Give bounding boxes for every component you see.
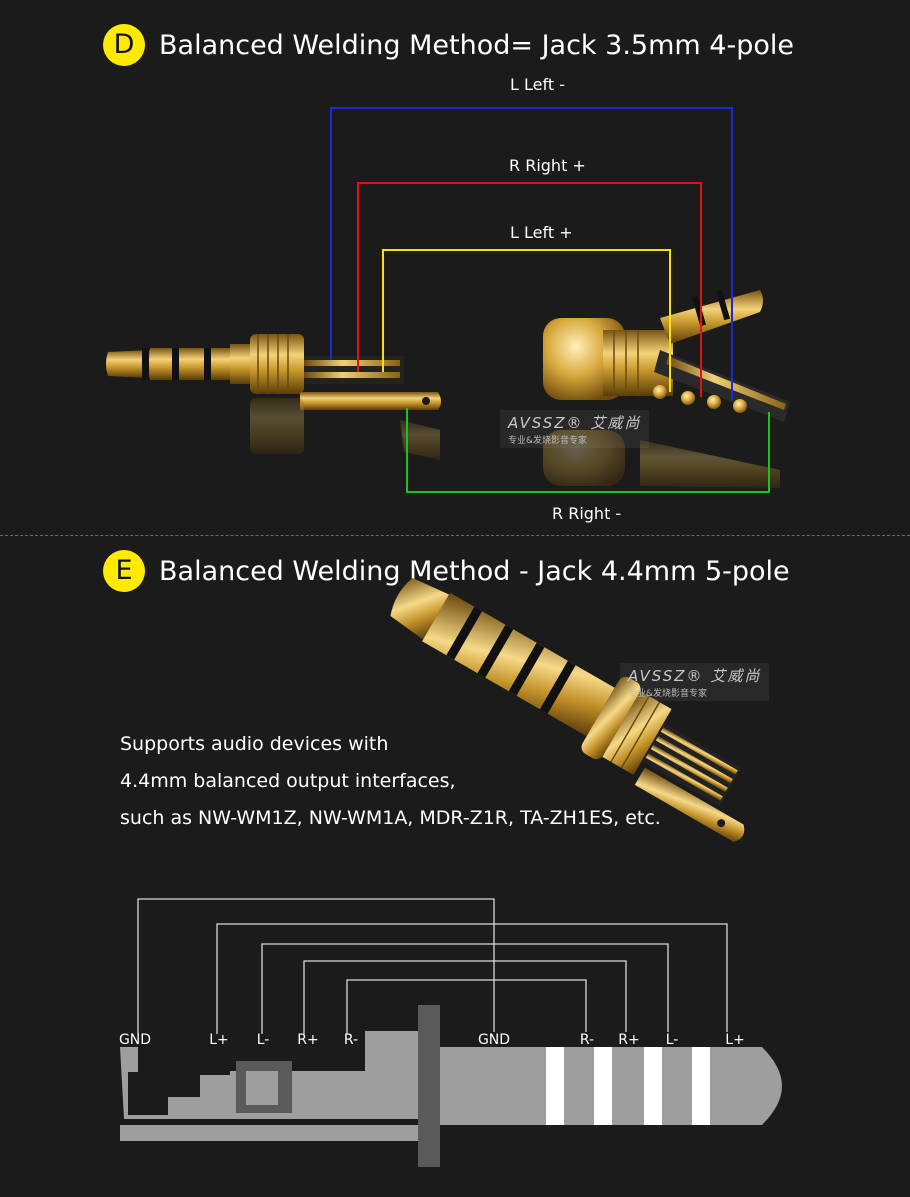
jack-3-5mm-wiring-illustration	[106, 107, 790, 493]
watermark-tagline: 专业&发烧影音专家	[628, 689, 708, 699]
wire-l-plus	[382, 249, 671, 392]
section-d-heading: D Balanced Welding Method= Jack 3.5mm 4-…	[103, 24, 794, 66]
wire-label-r-plus: R Right +	[509, 156, 586, 175]
wire-r-plus	[357, 182, 702, 397]
pin-label-left-l-minus: L-	[256, 1032, 270, 1048]
description-line: such as NW-WM1Z, NW-WM1A, MDR-Z1R, TA-ZH…	[120, 807, 661, 829]
watermark-brand: AVSSZ® 艾威尚	[628, 667, 762, 685]
pin-label-left-r-minus: R-	[343, 1032, 359, 1048]
description-line: 4.4mm balanced output interfaces,	[120, 770, 456, 792]
section-e-title: Balanced Welding Method - Jack 4.4mm 5-p…	[159, 555, 790, 587]
watermark-e: AVSSZ® 艾威尚 专业&发烧影音专家	[620, 663, 770, 701]
description-line: Supports audio devices with	[120, 733, 389, 755]
pin-label-right-l-plus: L+	[725, 1032, 745, 1048]
section-e-badge: E	[103, 550, 145, 592]
wire-label-r-minus: R Right -	[552, 504, 622, 523]
jack-4-4mm-photo	[390, 577, 745, 842]
pin-label-left-r-plus: R+	[297, 1032, 319, 1048]
pin-label-right-l-minus: L-	[665, 1032, 679, 1048]
watermark-tagline: 专业&发烧影音专家	[508, 436, 588, 446]
wire-l-minus	[330, 107, 733, 400]
pin-label-right-r-minus: R-	[579, 1032, 595, 1048]
section-4-4mm-5-pole: E Balanced Welding Method - Jack 4.4mm 5…	[0, 537, 910, 1197]
section-d-title: Balanced Welding Method= Jack 3.5mm 4-po…	[159, 29, 794, 61]
watermark-d: AVSSZ® 艾威尚 专业&发烧影音专家	[500, 410, 650, 448]
section-d-badge: D	[103, 24, 145, 66]
pin-label-right-r-plus: R+	[618, 1032, 640, 1048]
pinout-wires	[137, 898, 728, 1034]
pin-label-left-gnd: GND	[118, 1032, 152, 1048]
section-divider	[0, 535, 910, 536]
wire-label-l-minus: L Left -	[510, 75, 565, 94]
section-3-5mm-4-pole: D Balanced Welding Method= Jack 3.5mm 4-…	[0, 0, 910, 535]
plug-diagram-shape	[120, 1005, 782, 1167]
jack-4-4mm-illustration	[120, 577, 782, 1167]
compatibility-description: Supports audio devices with 4.4mm balanc…	[120, 726, 661, 837]
wire-label-l-plus: L Left +	[510, 223, 573, 242]
pinout-diagram	[120, 898, 782, 1167]
wire-r-minus	[406, 408, 770, 493]
pin-label-left-l-plus: L+	[209, 1032, 229, 1048]
straight-jack-3-5mm	[106, 334, 441, 460]
section-e-heading: E Balanced Welding Method - Jack 4.4mm 5…	[103, 550, 790, 592]
watermark-brand: AVSSZ® 艾威尚	[508, 414, 642, 432]
pin-label-right-gnd: GND	[477, 1032, 511, 1048]
right-angle-jack-3-5mm	[543, 289, 790, 488]
